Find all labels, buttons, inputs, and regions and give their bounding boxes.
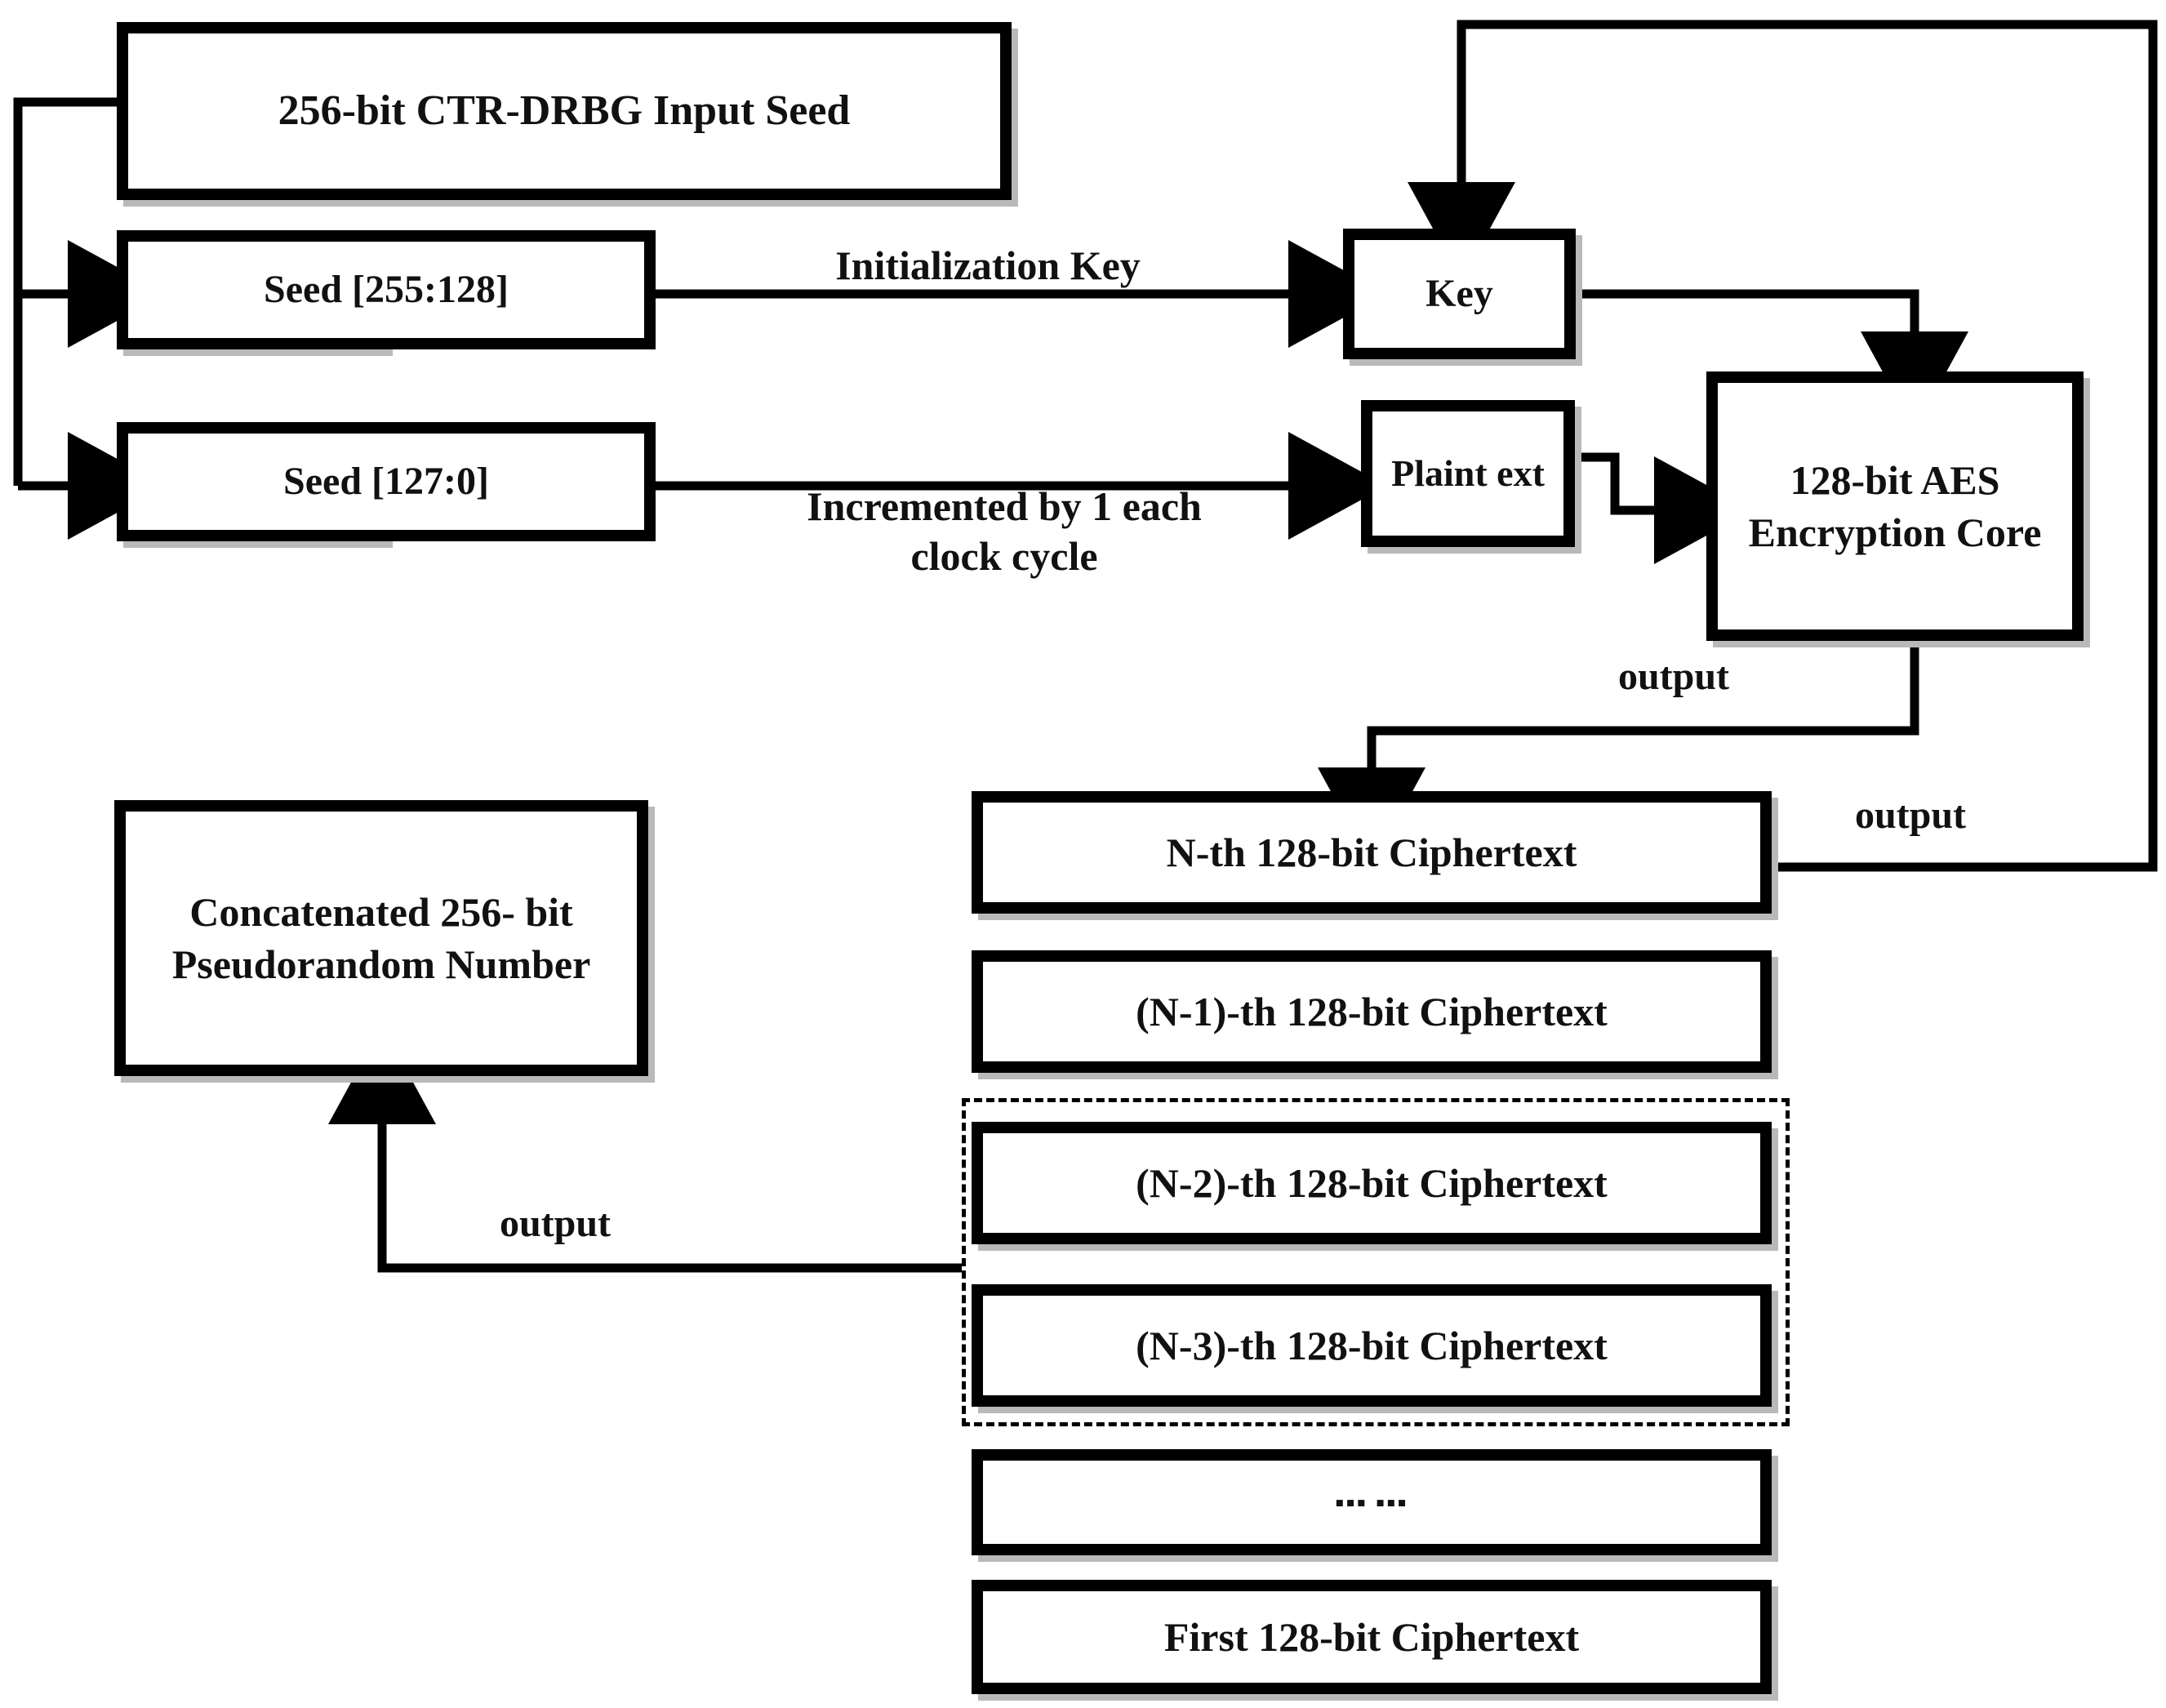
seed-low-label: Seed [127:0] <box>283 460 489 504</box>
plaintext-label: Plaint ext <box>1391 451 1545 494</box>
label-increment-per-clock: Incremented by 1 each clock cycle <box>807 483 1202 579</box>
ciphertext-n-label: N-th 128-bit Ciphertext <box>1166 830 1577 875</box>
wire-seed-split <box>13 97 167 540</box>
label-initialization-key: Initialization Key <box>835 242 1141 288</box>
wire-plaintext-to-aes <box>1577 452 1753 564</box>
ciphertext-n2-label: (N-2)-th 128-bit Ciphertext <box>1136 1160 1608 1206</box>
input-seed-box: 256-bit CTR-DRBG Input Seed <box>117 22 1012 200</box>
ciphertext-ellipsis-label: ▪▪▪ ▪▪▪ <box>1335 1487 1408 1517</box>
ciphertext-n3-label: (N-3)-th 128-bit Ciphertext <box>1136 1323 1608 1368</box>
input-seed-label: 256-bit CTR-DRBG Input Seed <box>278 87 851 134</box>
ciphertext-first-label: First 128-bit Ciphertext <box>1163 1614 1580 1660</box>
ciphertext-n1-box: (N-1)-th 128-bit Ciphertext <box>972 950 1772 1073</box>
seed-low-box: Seed [127:0] <box>117 422 656 541</box>
key-box: Key <box>1343 229 1576 359</box>
ciphertext-n1-label: (N-1)-th 128-bit Ciphertext <box>1136 989 1608 1034</box>
aes-core-label: 128-bit AES Encryption Core <box>1748 457 2042 555</box>
ciphertext-n3-box: (N-3)-th 128-bit Ciphertext <box>972 1284 1772 1407</box>
plaintext-box: Plaint ext <box>1361 400 1575 547</box>
concatenated-number-box: Concatenated 256- bit Pseudorandom Numbe… <box>114 800 648 1076</box>
label-output-aes: output <box>1617 655 1730 698</box>
label-output-concatenated: output <box>499 1202 612 1245</box>
seed-high-label: Seed [255:128] <box>264 268 509 312</box>
seed-high-box: Seed [255:128] <box>117 230 656 349</box>
key-label: Key <box>1425 272 1493 316</box>
wire-key-to-aes <box>1576 289 1968 430</box>
ciphertext-n-box: N-th 128-bit Ciphertext <box>972 791 1772 914</box>
ciphertext-first-box: First 128-bit Ciphertext <box>972 1580 1772 1694</box>
ciphertext-ellipsis-box: ▪▪▪ ▪▪▪ <box>972 1449 1772 1555</box>
concatenated-number-label: Concatenated 256- bit Pseudorandom Numbe… <box>171 889 591 987</box>
label-output-feedback: output <box>1854 794 1967 837</box>
ciphertext-group-dashed-outline <box>962 1098 1790 1426</box>
ciphertext-n2-box: (N-2)-th 128-bit Ciphertext <box>972 1122 1772 1244</box>
aes-core-box: 128-bit AES Encryption Core <box>1706 371 2084 641</box>
